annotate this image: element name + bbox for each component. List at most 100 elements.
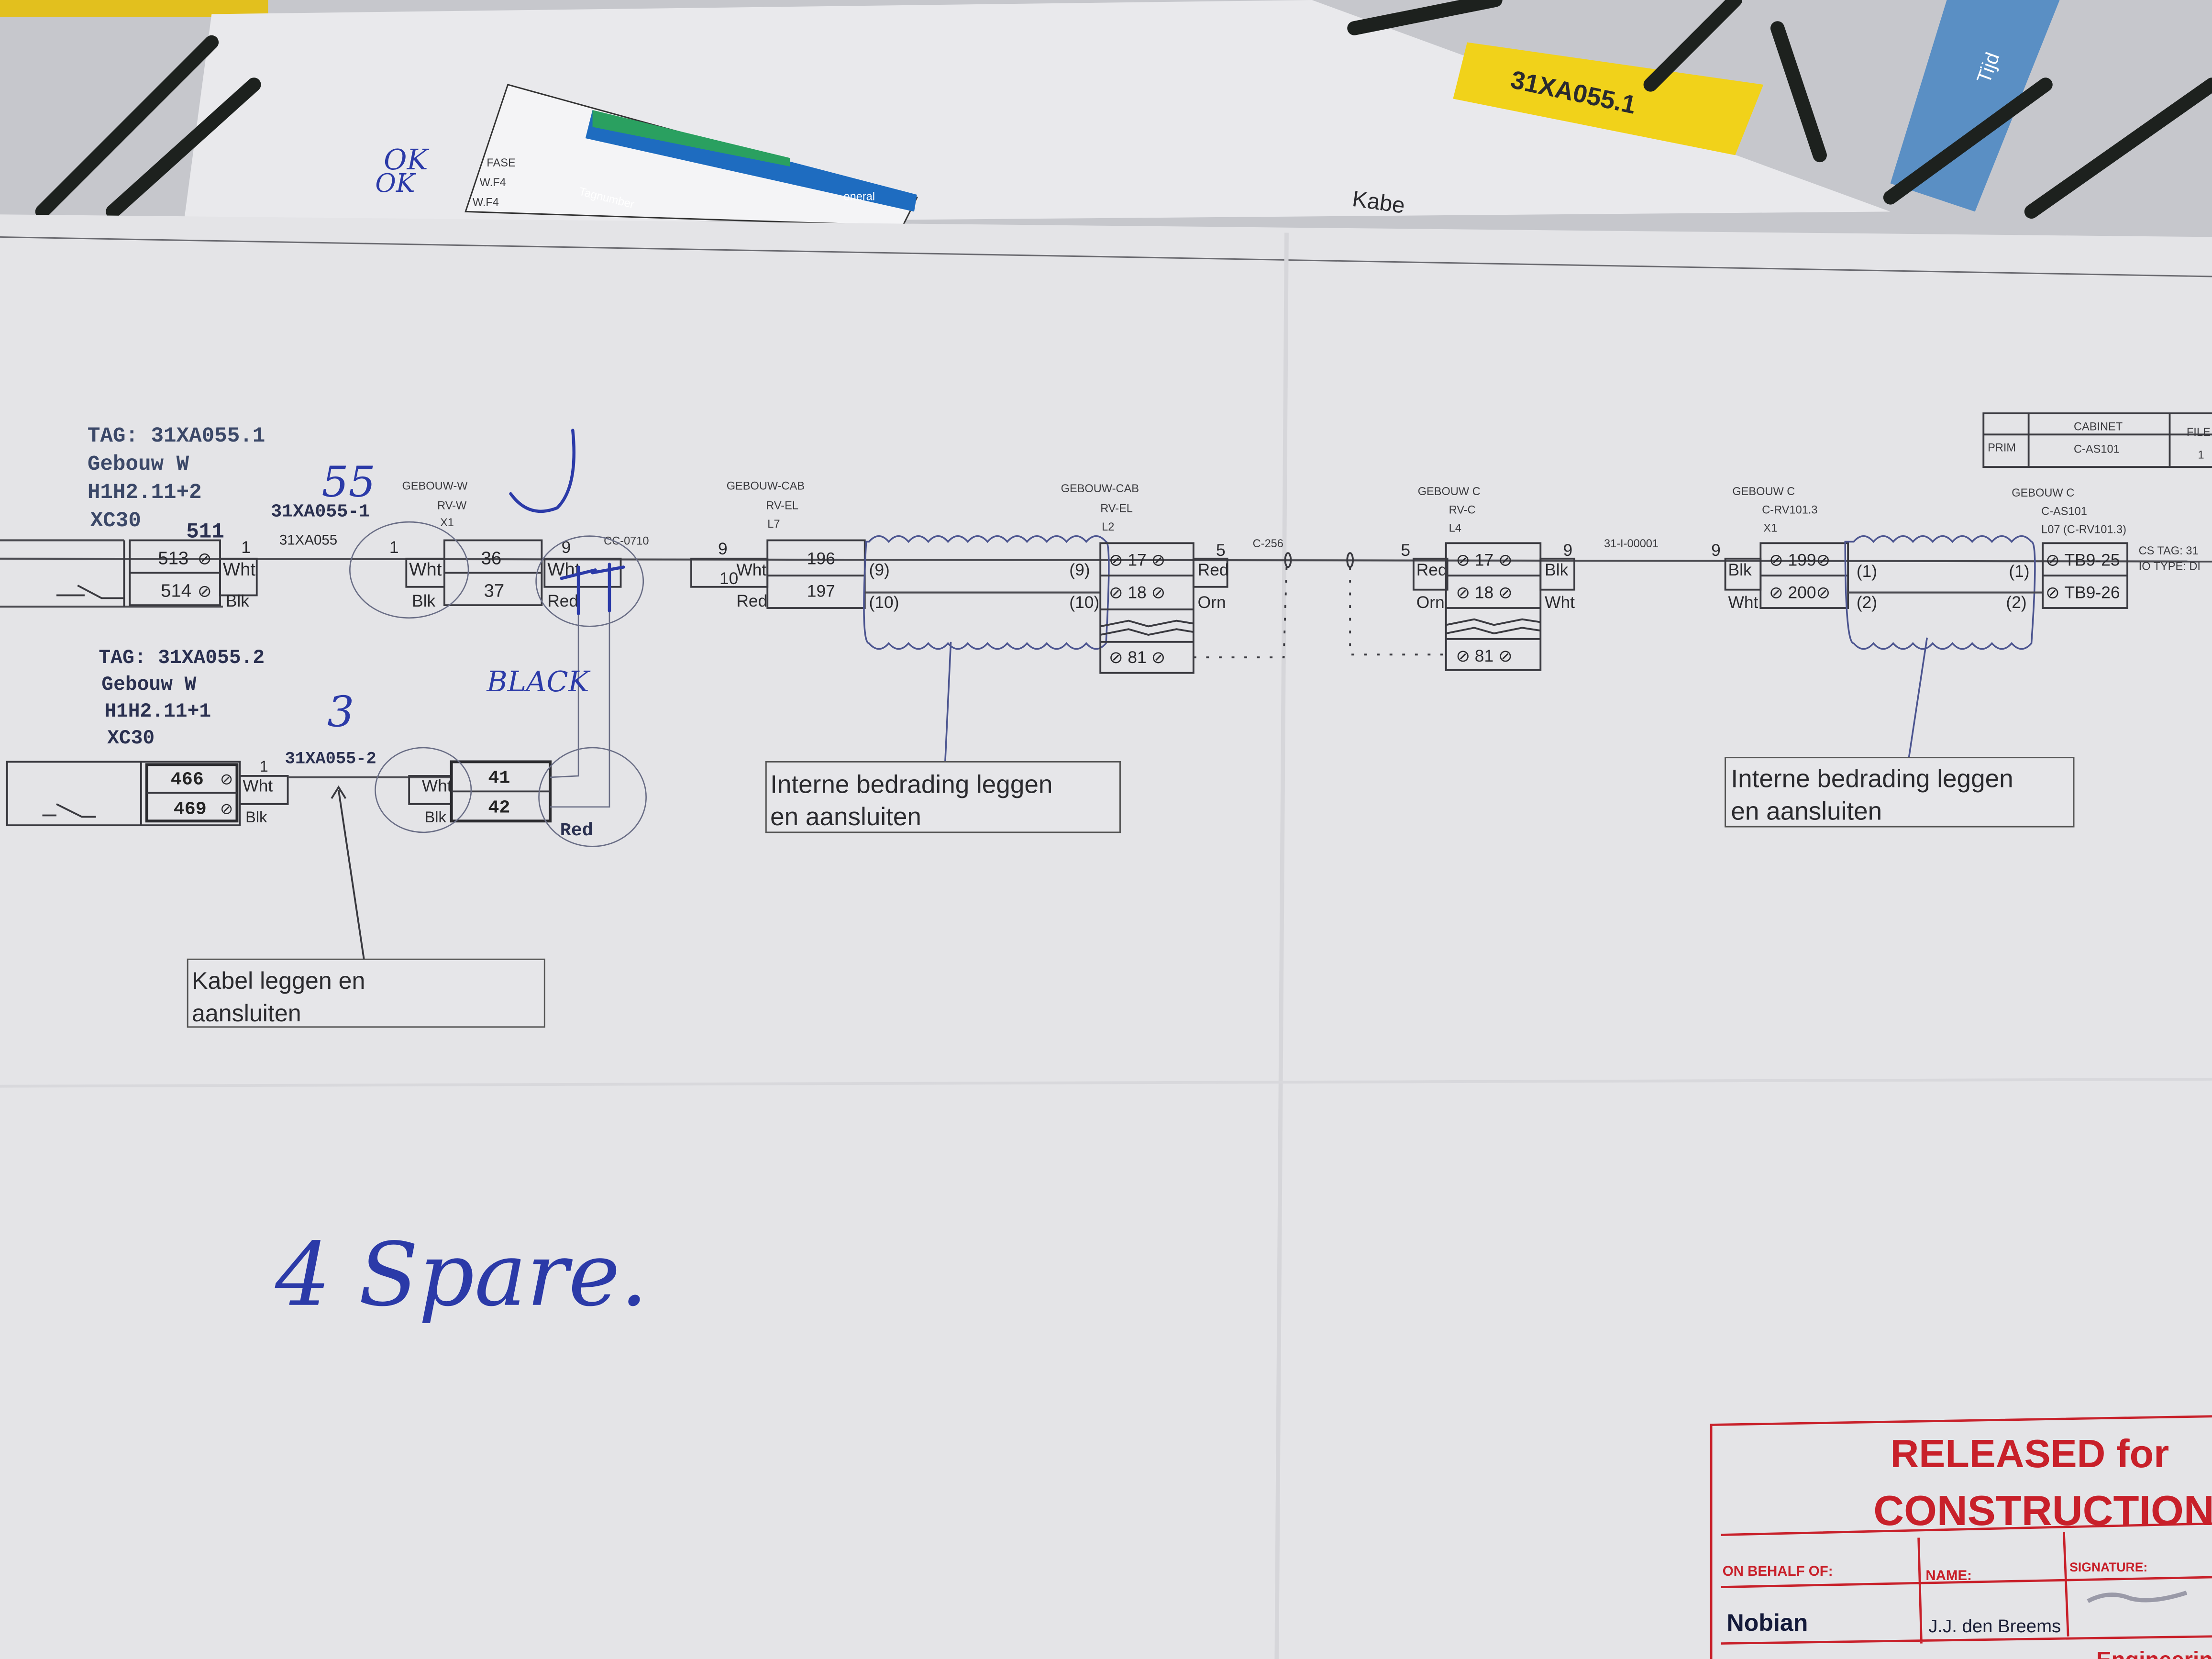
signature-label: SIGNATURE: — [2069, 1560, 2147, 1574]
terminal-81: ⊘ 81 ⊘ — [1109, 648, 1165, 667]
on-behalf-label: ON BEHALF OF: — [1723, 1563, 1833, 1579]
callout-intern2-line1: Interne bedrading leggen — [1731, 765, 2013, 793]
terminal-197: 197 — [807, 582, 835, 600]
core-number: 5 — [1401, 541, 1410, 560]
tag1-location: H1H2.11+2 — [88, 481, 202, 505]
callout-intern-1: Interne bedrading leggen en aansluiten — [765, 641, 1121, 833]
c-rv101-label: C-RV101.3 — [1762, 503, 1817, 516]
callout-kabel: Kabel leggen en aansluiten — [187, 785, 545, 1028]
handwritten-spare: 4 Spare. — [275, 1224, 648, 1326]
handwritten-ok-1: OK — [384, 143, 429, 176]
gebouw-cab-label: GEBOUW-CAB — [1061, 482, 1139, 495]
callout-kabel-line2: aansluiten — [192, 1000, 301, 1027]
cable-ties — [35, 0, 2212, 219]
terminal-200: ⊘ 200⊘ — [1769, 583, 1830, 602]
gebouw-c-label: GEBOUW C — [2012, 487, 2074, 499]
handwritten-3: 3 — [327, 687, 354, 737]
stamp-line1: RELEASED for — [1891, 1432, 2169, 1476]
on-behalf-value: Nobian — [1727, 1609, 1808, 1636]
name-value: J.J. den Breems — [1928, 1616, 2061, 1637]
core-number: 9 — [562, 538, 571, 557]
core-orn: Orn — [1198, 593, 1226, 612]
callout-intern-2: Interne bedrading leggen en aansluiten — [1725, 637, 2075, 828]
core-red: Red — [547, 592, 578, 610]
handwritten-checkmark — [509, 429, 576, 513]
terminal-37: 37 — [484, 580, 505, 601]
stamp-line2: CONSTRUCTION — [1873, 1487, 2212, 1534]
terminal-group-511: 511 — [186, 520, 224, 544]
tag2-title: TAG: 31XA055.2 — [99, 647, 265, 669]
l7-label: L7 — [767, 518, 780, 530]
l2-label: L2 — [1102, 520, 1114, 533]
terminal-469: 469 — [174, 799, 207, 820]
core-blk: Blk — [226, 592, 249, 610]
screw-icon: ⊘ — [198, 582, 212, 600]
terminal-36: 36 — [481, 548, 502, 569]
core-wht: Wht — [422, 776, 452, 795]
pin-1: (1) — [1857, 562, 1877, 581]
core-blk: Blk — [1545, 561, 1568, 579]
terminal-196: 196 — [807, 550, 835, 568]
back-sheet-wf4: W.F4 — [480, 176, 506, 188]
handwritten-black: BLACK — [486, 665, 590, 698]
rv-w-label: RV-W — [437, 499, 467, 512]
screw-icon: ⊘ — [198, 550, 212, 568]
cabinet-table: CABINET FILE PRIM C-AS101 1 — [1982, 412, 2212, 468]
cable1-sub: 31XA055 — [279, 532, 337, 548]
core-red: Red — [1198, 561, 1229, 579]
cable-c256: C-256 — [1253, 537, 1283, 550]
pin-9: (9) — [1069, 561, 1090, 579]
tag2-xc: XC30 — [107, 728, 155, 750]
c-as101-label: C-AS101 — [2041, 505, 2087, 517]
handwritten-ok-2: OK — [375, 168, 417, 198]
x1-label: X1 — [1763, 522, 1777, 534]
gebouw-w-label: GEBOUW-W — [402, 479, 468, 492]
core-number: 9 — [718, 540, 728, 558]
terminal-514: 514 — [161, 580, 191, 601]
core-wht: Wht — [243, 776, 273, 795]
file-header: FILE — [2187, 426, 2211, 438]
core-number: 9 — [1563, 541, 1572, 560]
terminal-tb9-25: ⊘ TB9-25 — [2046, 551, 2120, 570]
cable1-name: 31XA055-1 — [271, 501, 370, 522]
core-number: 1 — [389, 538, 399, 557]
back-sheet-wf4b: W.F4 — [473, 196, 499, 209]
background-papers: FASE W.F4 W.F4 Tagnumber eneral Kabe 31X… — [0, 0, 2212, 254]
terminal-17: ⊘ 17 ⊘ — [1456, 551, 1512, 570]
x1-label: X1 — [440, 516, 454, 529]
cabinet-cell: C-AS101 — [2074, 443, 2120, 455]
terminal-466: 466 — [171, 769, 204, 790]
cabinet-header: CABINET — [2074, 420, 2123, 432]
rv-el-label: RV-EL — [1100, 502, 1133, 514]
tag2-location: H1H2.11+1 — [104, 701, 211, 723]
prim-cell: PRIM — [1988, 442, 2016, 454]
terminal-18: ⊘ 18 ⊘ — [1109, 583, 1165, 602]
callout-intern1-line1: Interne bedrading leggen — [770, 770, 1052, 798]
stamp-footer: Engineering — [2096, 1647, 2212, 1659]
terminal-17: ⊘ 17 ⊘ — [1109, 551, 1165, 570]
handwritten-55: 55 — [321, 457, 376, 507]
release-stamp: RELEASED for CONSTRUCTION ON BEHALF OF: … — [1710, 1415, 2212, 1659]
gebouw-c-label: GEBOUW C — [1418, 485, 1481, 498]
tag1-block: TAG: 31XA055.1 Gebouw W H1H2.11+2 XC30 — [88, 424, 265, 533]
core-red: Red — [736, 592, 767, 610]
pin-2: (2) — [1857, 593, 1877, 612]
core-number: 1 — [260, 758, 268, 775]
cable2-name: 31XA055-2 — [285, 749, 376, 768]
terminal-513: 513 — [158, 548, 188, 569]
tag2-block: TAG: 31XA055.2 Gebouw W H1H2.11+1 XC30 — [99, 647, 265, 750]
terminal-199: ⊘ 199⊘ — [1769, 551, 1830, 570]
screw-icon: ⊘ — [220, 771, 233, 788]
handwritten-red: Red — [560, 820, 593, 841]
terminal-81: ⊘ 81 ⊘ — [1456, 647, 1512, 665]
terminal-42: 42 — [488, 797, 510, 818]
core-number: 10 — [719, 569, 738, 588]
l07-label: L07 (C-RV101.3) — [2041, 523, 2126, 536]
core-blk: Blk — [425, 808, 447, 826]
callout-kabel-line1: Kabel leggen en — [192, 967, 365, 994]
cs-tag: CS TAG: 31 — [2139, 544, 2199, 557]
back-sheet-general: eneral — [843, 190, 875, 203]
rv-el-label: RV-EL — [766, 499, 798, 512]
pin-10: (10) — [1069, 593, 1099, 612]
gebouw-c-label: GEBOUW C — [1732, 485, 1795, 498]
